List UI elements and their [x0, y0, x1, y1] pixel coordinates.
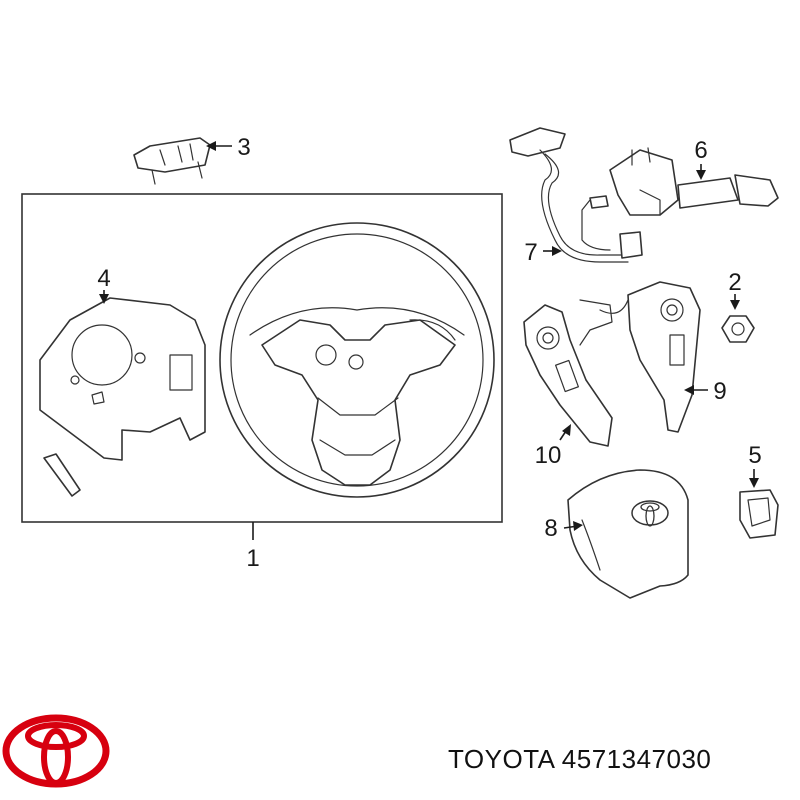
nut-part [721, 315, 755, 343]
callout-6: 6 [694, 137, 707, 164]
leader-lines [99, 141, 759, 540]
steering-wheel-part [219, 222, 495, 498]
callout-4: 4 [97, 265, 110, 292]
combination-switch-part [609, 147, 779, 216]
rear-cover-part [39, 297, 206, 497]
callout-9: 9 [713, 378, 726, 405]
assembly-frame [21, 193, 503, 523]
toyota-logo-icon [2, 714, 110, 788]
part-number-caption: TOYOTA 4571347030 [448, 744, 712, 774]
callout-2: 2 [728, 269, 741, 296]
toyota-emblem-icon [631, 500, 669, 527]
callout-1: 1 [246, 545, 259, 572]
switch-bezel-part [739, 489, 779, 539]
wire-harness-part [509, 127, 643, 263]
callout-8: 8 [544, 515, 557, 542]
callout-3: 3 [237, 134, 250, 161]
right-switch-part [579, 281, 701, 433]
callout-5: 5 [748, 442, 761, 469]
airbag-part [567, 469, 689, 599]
callout-7: 7 [524, 239, 537, 266]
switch-sensor-part [133, 137, 211, 185]
callout-10: 10 [535, 442, 562, 469]
left-switch-part [523, 304, 613, 447]
